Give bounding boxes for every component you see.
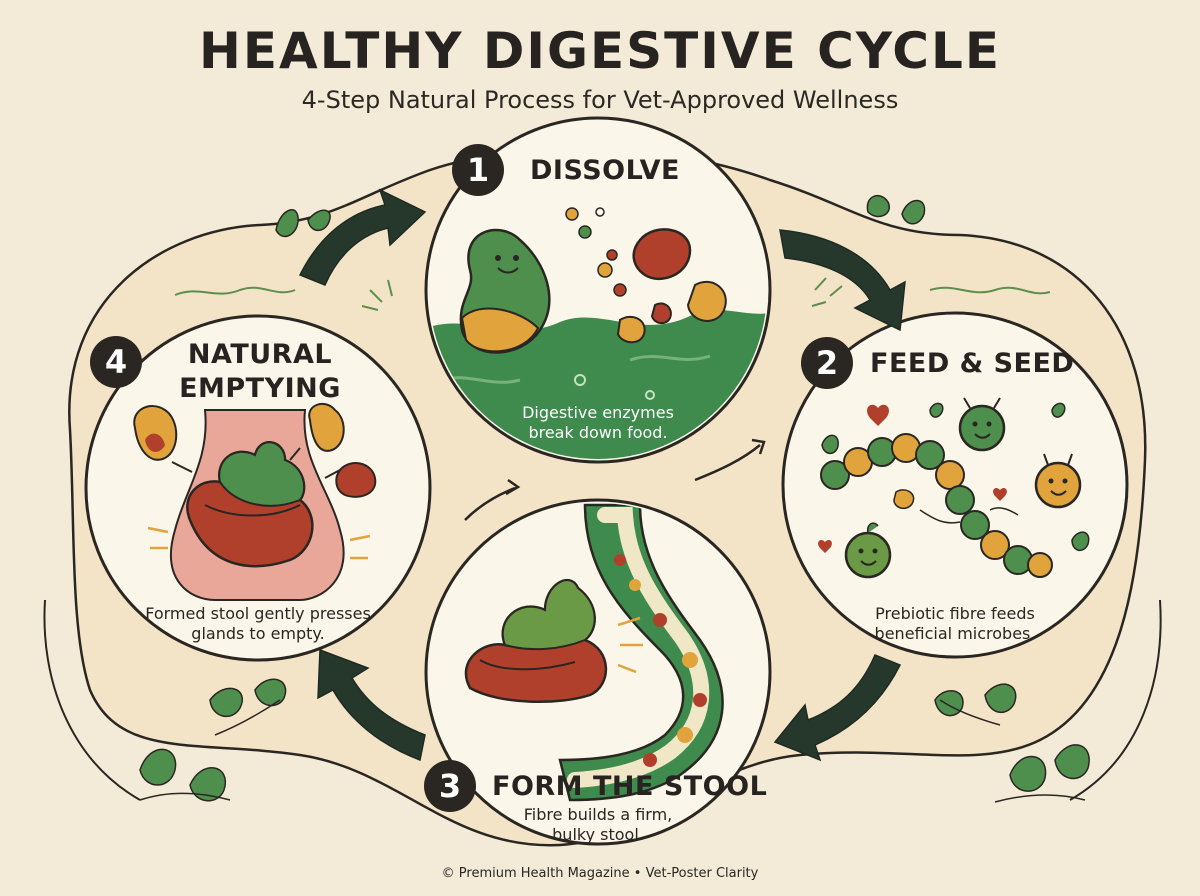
leaf-icon	[209, 687, 243, 718]
heart-icon	[993, 487, 1007, 501]
food-chunk-icon	[629, 579, 641, 591]
microbe-icon	[844, 522, 892, 579]
step1-caption-line: Digestive enzymes	[522, 403, 674, 422]
step3-title: FORM THE STOOL	[492, 771, 768, 802]
cycle-arrow-icon	[317, 648, 426, 762]
heart-icon	[867, 404, 889, 426]
step4-caption-line: glands to empty.	[191, 624, 325, 643]
food-chunk-icon	[614, 554, 626, 566]
bubble	[595, 207, 605, 217]
cycle-arrow-icon	[298, 188, 427, 286]
leaf-icon	[1071, 531, 1090, 552]
step4-title: NATURAL EMPTYING	[170, 338, 350, 406]
step2-title: FEED & SEED	[870, 348, 1075, 379]
gland-icon	[133, 405, 178, 461]
step4-caption-line: Formed stool gently presses	[145, 604, 371, 623]
sparkle-icon	[361, 279, 393, 311]
food-chunk-icon	[650, 302, 672, 324]
flow-arrow	[505, 478, 521, 496]
footer-credit: © Premium Health Magazine • Vet-Poster C…	[441, 866, 759, 881]
step3-caption: Fibre builds a firm, bulky stool.	[498, 805, 698, 845]
flow-arrow	[171, 447, 341, 479]
leaf-icon	[821, 434, 839, 455]
leaf-stem	[139, 699, 1086, 803]
step1-title: DISSOLVE	[530, 155, 680, 186]
step4-number-badge: 4	[90, 336, 142, 388]
bubble	[574, 374, 586, 386]
food-chunk-icon	[459, 228, 551, 354]
step4-caption: Formed stool gently presses glands to em…	[128, 604, 388, 644]
stool-icon	[186, 441, 314, 568]
step4-title-line: NATURAL	[187, 339, 333, 370]
cycle-arrow-icon	[779, 229, 906, 332]
food-chunk-icon	[682, 652, 698, 668]
wave-line	[1069, 599, 1162, 801]
wave-line	[929, 286, 1051, 295]
flow-arrow	[464, 486, 516, 521]
flow-arrow	[694, 444, 761, 482]
leaf-icon	[901, 199, 926, 225]
step1-number-badge: 1	[452, 144, 504, 196]
step1-caption: Digestive enzymes break down food.	[498, 403, 698, 443]
leaf-icon	[929, 402, 944, 418]
food-chunk-icon	[677, 727, 693, 743]
food-chunk-icon	[643, 753, 657, 767]
wave-line	[43, 599, 141, 801]
step3-caption-line: bulky stool.	[552, 825, 644, 844]
food-chunk-icon	[565, 207, 579, 221]
leaf-icon	[1009, 755, 1047, 792]
food-chunk-icon	[693, 693, 707, 707]
wave-line	[174, 286, 296, 296]
heart-icon	[818, 539, 832, 553]
sparkle-icon	[617, 616, 643, 674]
food-chunk-icon	[616, 315, 646, 344]
sparkle-icon	[147, 526, 371, 560]
step3-number-badge: 3	[424, 760, 476, 812]
bubble	[645, 390, 655, 400]
cycle-arrow-icon	[773, 654, 902, 762]
microbe-chain	[820, 433, 1053, 578]
page-subtitle: 4-Step Natural Process for Vet-Approved …	[301, 86, 899, 114]
microbe-icon	[958, 397, 1006, 452]
food-chunk-icon	[578, 225, 592, 239]
page-title: HEALTHY DIGESTIVE CYCLE	[199, 22, 1001, 80]
microbe-icon	[1034, 453, 1082, 509]
leaf-icon	[1054, 744, 1090, 780]
leaf-icon	[254, 678, 287, 707]
step3-caption-line: Fibre builds a firm,	[523, 805, 673, 824]
gland-icon	[308, 402, 345, 452]
step4-title-line: EMPTYING	[179, 373, 341, 404]
food-chunk-icon	[686, 280, 727, 322]
leaf-icon	[189, 767, 227, 802]
step2-caption-line: beneficial microbes.	[874, 624, 1036, 643]
leaf-icon	[866, 194, 891, 218]
leaf-icon	[307, 209, 331, 232]
food-chunk-icon	[613, 283, 627, 297]
intestine-inner	[567, 507, 710, 788]
step2-caption: Prebiotic fibre feeds beneficial microbe…	[855, 604, 1055, 644]
food-chunk-icon	[606, 249, 618, 261]
step2-number-badge: 2	[801, 337, 853, 389]
step2-caption-line: Prebiotic fibre feeds	[875, 604, 1035, 623]
flow-arrow	[751, 438, 766, 455]
food-chunk-icon	[893, 489, 915, 510]
food-chunk-icon	[632, 228, 692, 281]
leaf-icon	[984, 683, 1017, 714]
intestine-tube	[558, 503, 724, 802]
flow-arrow	[919, 509, 961, 524]
food-chunk-icon	[653, 613, 667, 627]
step1-caption-line: break down food.	[528, 423, 668, 442]
leaf-icon	[1051, 402, 1066, 418]
leaf-icon	[275, 209, 299, 238]
sparkle-icon	[811, 277, 843, 307]
gland-icon	[335, 462, 377, 498]
flow-arrow	[989, 507, 1019, 516]
leaf-icon	[139, 748, 177, 786]
stool-icon	[464, 578, 608, 704]
food-chunk-icon	[597, 262, 613, 278]
